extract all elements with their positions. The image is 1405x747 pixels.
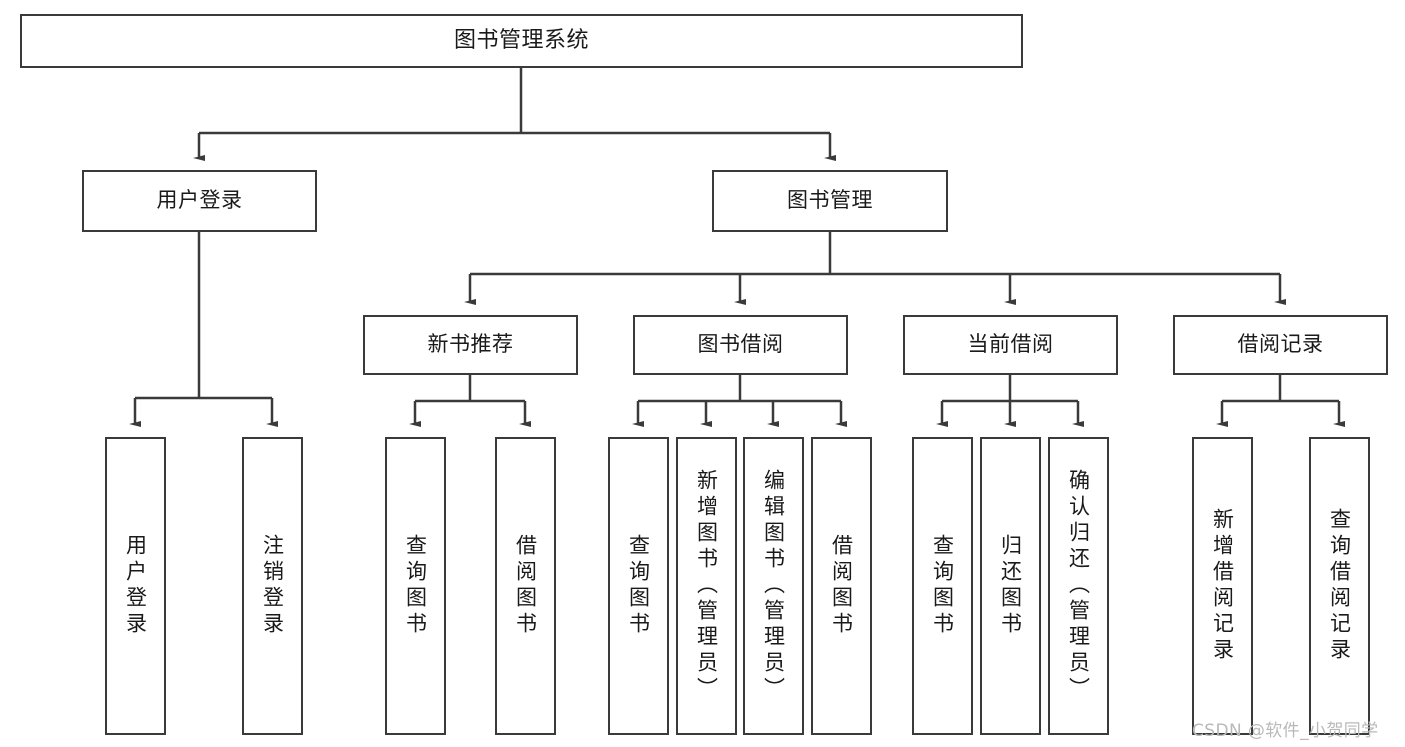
node-label: 借阅图书 — [513, 534, 538, 638]
node-leaf-query-book-1[interactable]: 查询图书 — [385, 437, 446, 735]
node-leaf-return-book[interactable]: 归还图书 — [980, 437, 1041, 735]
node-leaf-user-logout[interactable]: 注销登录 — [242, 437, 303, 735]
node-label: 查询图书 — [626, 534, 651, 638]
node-label: 用户登录 — [123, 534, 148, 638]
node-label: 借阅记录 — [1237, 332, 1324, 357]
node-user-login[interactable]: 用户登录 — [82, 170, 317, 232]
node-label: 图书借阅 — [697, 332, 784, 357]
node-leaf-borrow-book-1[interactable]: 借阅图书 — [495, 437, 556, 735]
watermark-text: CSDN @软件_小贺同学 — [1192, 721, 1379, 741]
node-book-borrow[interactable]: 图书借阅 — [633, 315, 848, 375]
node-borrow-record[interactable]: 借阅记录 — [1173, 315, 1388, 375]
node-book-management[interactable]: 图书管理 — [712, 170, 948, 232]
node-label: 当前借阅 — [967, 332, 1054, 357]
node-leaf-query-book-2[interactable]: 查询图书 — [608, 437, 669, 735]
node-label: 查询图书 — [403, 534, 428, 638]
node-label: 图书管理 — [787, 188, 873, 213]
node-leaf-query-record[interactable]: 查询借阅记录 — [1309, 437, 1370, 735]
node-label: 查询图书 — [930, 534, 955, 638]
node-leaf-edit-book[interactable]: 编辑图书（管理员） — [743, 437, 804, 735]
node-label: 编辑图书（管理员） — [761, 469, 786, 703]
node-label: 用户登录 — [156, 188, 243, 213]
node-leaf-borrow-book-2[interactable]: 借阅图书 — [811, 437, 872, 735]
node-label: 图书管理系统 — [453, 27, 589, 53]
node-new-book-recommend[interactable]: 新书推荐 — [363, 315, 578, 375]
node-leaf-add-record[interactable]: 新增借阅记录 — [1192, 437, 1253, 735]
node-current-borrow[interactable]: 当前借阅 — [903, 315, 1118, 375]
node-label: 新增图书（管理员） — [694, 469, 719, 703]
node-leaf-add-book[interactable]: 新增图书（管理员） — [676, 437, 737, 735]
node-label: 借阅图书 — [829, 534, 854, 638]
node-label: 确认归还（管理员） — [1066, 469, 1091, 703]
node-leaf-query-book-3[interactable]: 查询图书 — [912, 437, 973, 735]
node-leaf-confirm-return[interactable]: 确认归还（管理员） — [1048, 437, 1109, 735]
node-label: 新增借阅记录 — [1210, 508, 1235, 664]
node-label: 查询借阅记录 — [1327, 508, 1352, 664]
node-label: 注销登录 — [260, 534, 285, 638]
node-leaf-user-login[interactable]: 用户登录 — [105, 437, 166, 735]
node-label: 新书推荐 — [427, 332, 514, 357]
node-label: 归还图书 — [998, 534, 1023, 638]
node-root-book-management-system[interactable]: 图书管理系统 — [20, 14, 1023, 68]
